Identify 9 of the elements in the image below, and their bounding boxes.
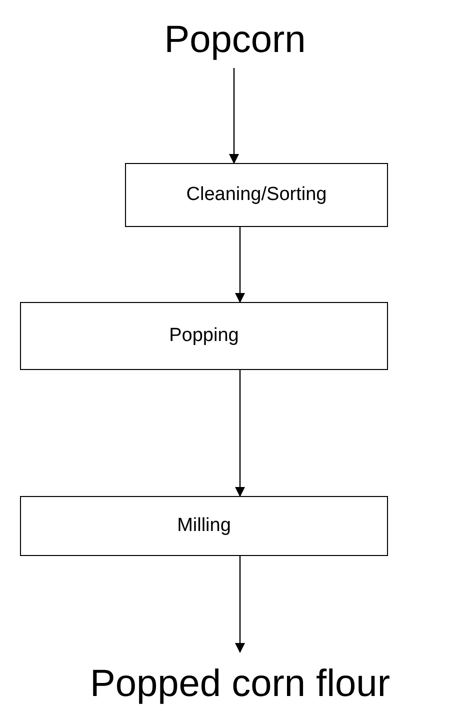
arrow bbox=[235, 370, 245, 497]
process-box: Milling bbox=[20, 496, 388, 556]
arrow bbox=[235, 227, 245, 303]
process-box: Popping bbox=[20, 302, 388, 370]
arrow bbox=[235, 556, 245, 653]
flow-terminal-label: Popcorn bbox=[120, 14, 350, 68]
process-box: Cleaning/Sorting bbox=[125, 163, 388, 227]
arrow bbox=[229, 68, 239, 164]
flow-terminal-label: Popped corn flour bbox=[60, 652, 420, 718]
